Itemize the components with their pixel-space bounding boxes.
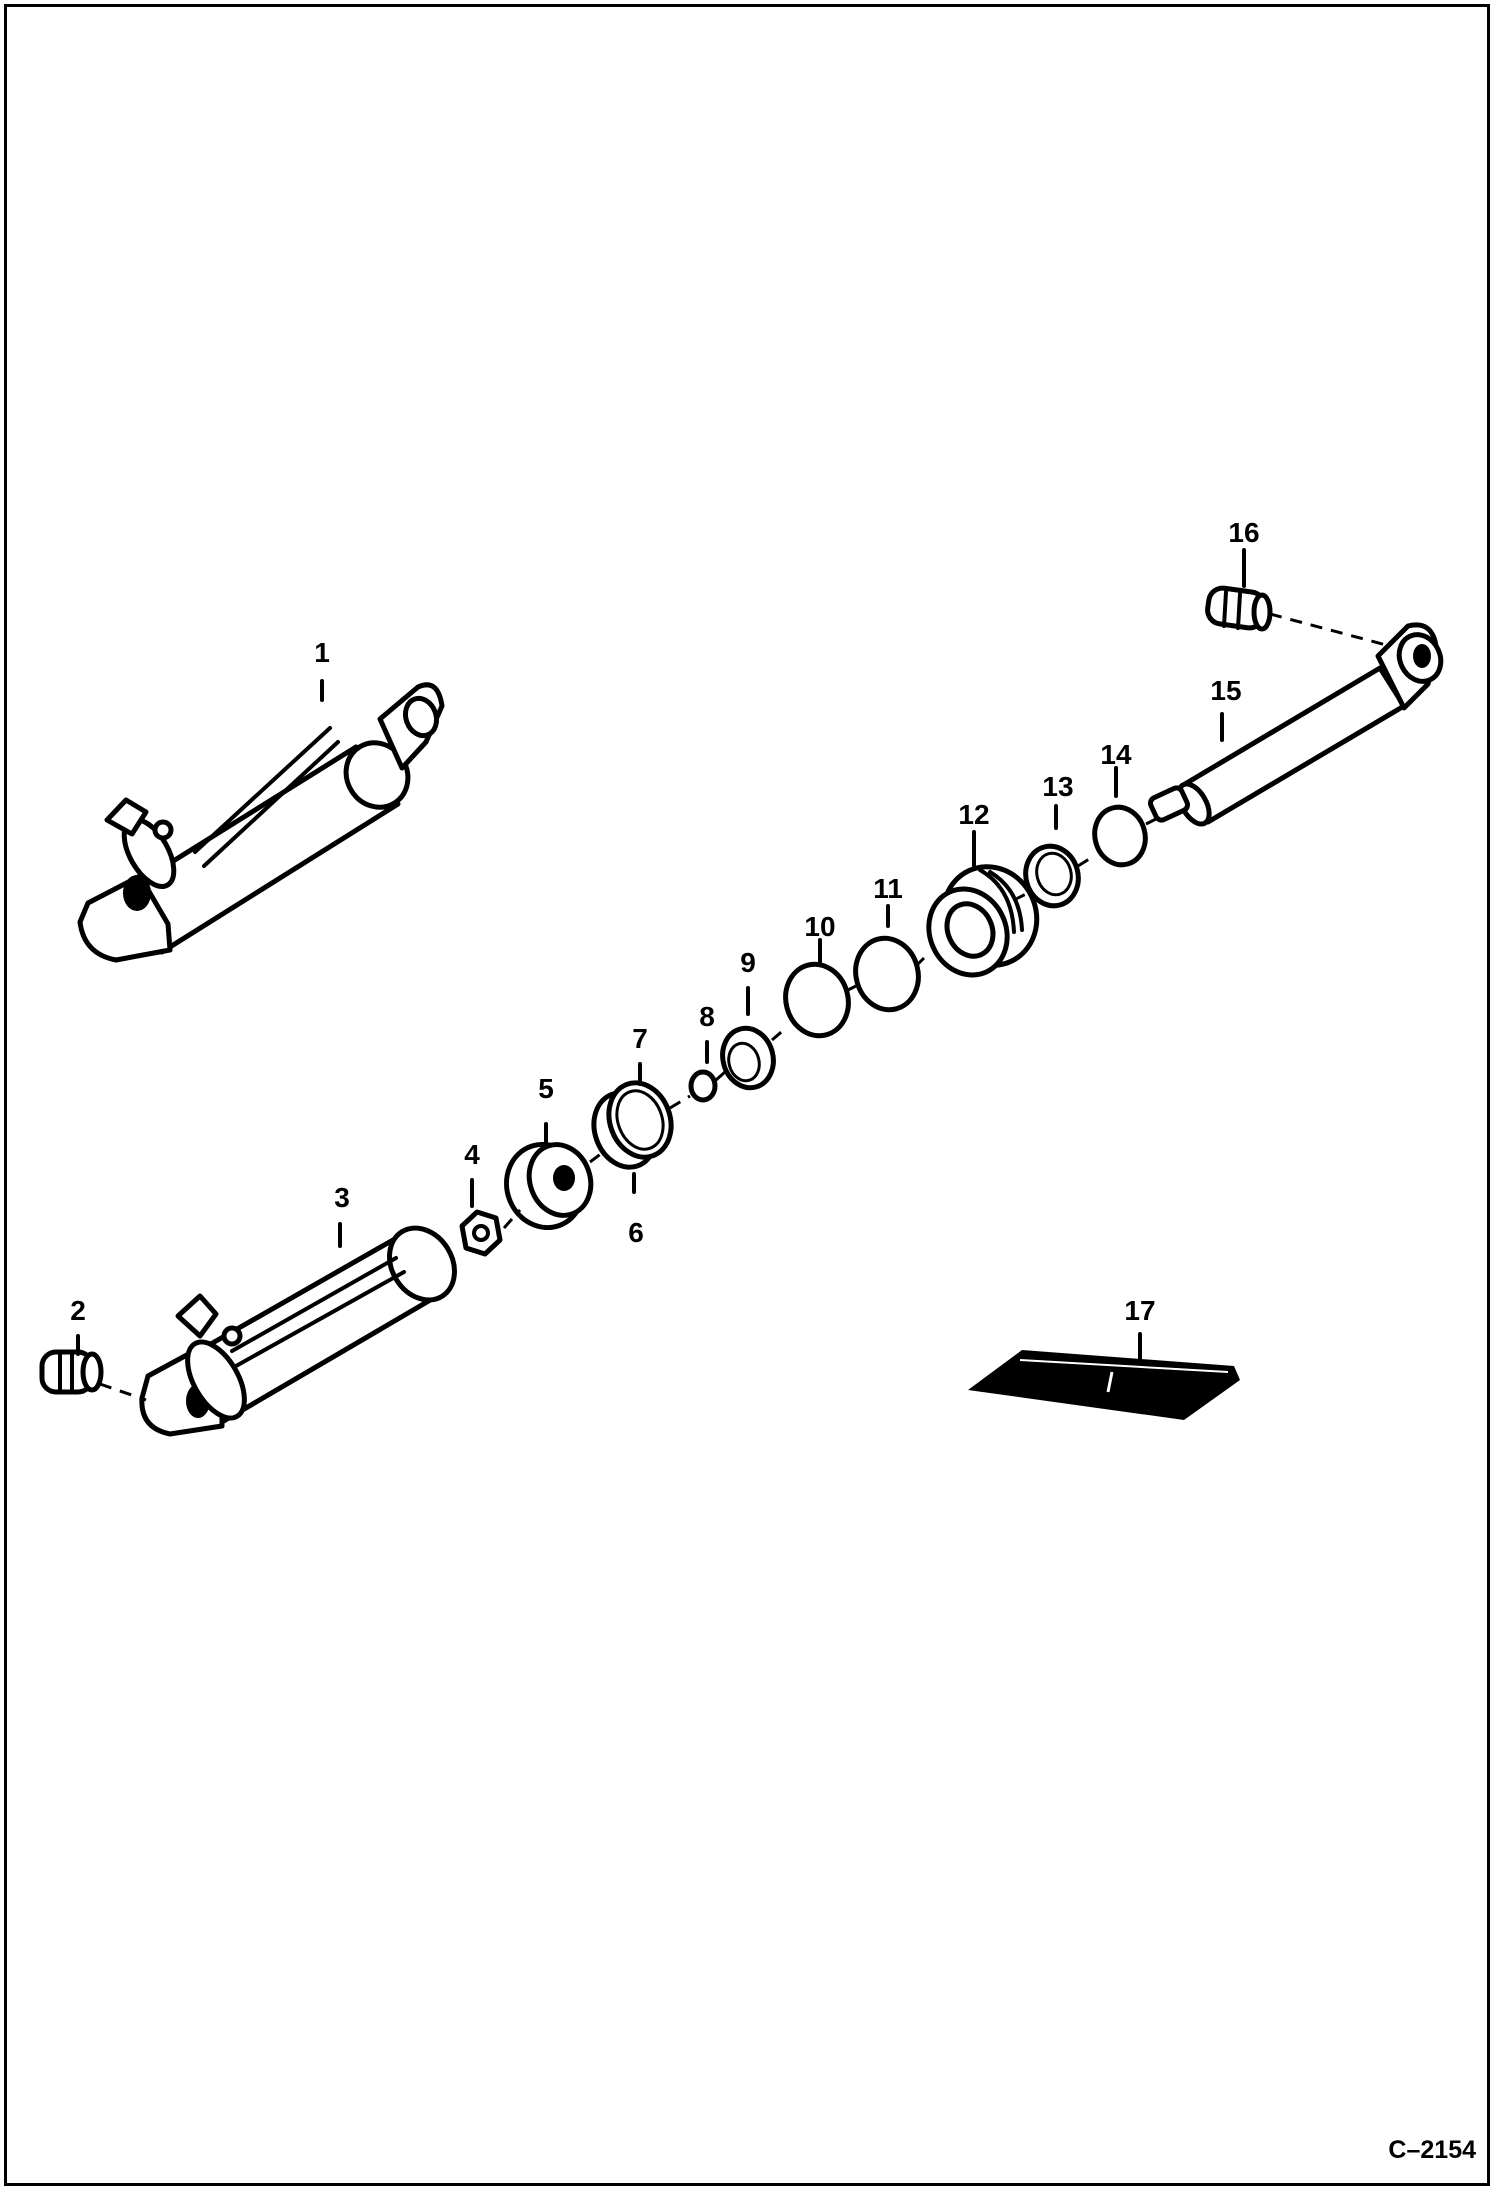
leader-lines: [76, 548, 1246, 1364]
callout-15: 15: [1210, 675, 1241, 706]
gland-head-part-12: [926, 864, 1040, 978]
callout-1: 1: [314, 637, 330, 668]
page-border: [4, 4, 1490, 2186]
nut-part-4: [459, 1209, 503, 1257]
callout-3: 3: [334, 1182, 350, 1213]
assembly-line-pin-16: [1269, 612, 1391, 648]
callout-6: 6: [628, 1217, 644, 1248]
piston-part-5: [504, 1141, 594, 1231]
backup-ring-part-9: [720, 1025, 776, 1091]
callout-9: 9: [740, 947, 756, 978]
callout-13: 13: [1042, 771, 1073, 802]
seal-kit-part-17: [968, 1350, 1240, 1420]
nut-hole: [472, 1224, 490, 1242]
cylinder-assembly-part-1: [77, 682, 445, 963]
assembly-centerline: [502, 816, 1159, 1229]
callout-7: 7: [632, 1023, 648, 1054]
wiper-part-13: [1023, 843, 1081, 909]
figure-reference: C–2154: [1388, 2136, 1476, 2164]
seal-part-11: [853, 935, 921, 1013]
pin-part-2: [39, 1349, 104, 1395]
callout-8: 8: [699, 1001, 715, 1032]
callout-11: 11: [873, 873, 903, 904]
callout-14: 14: [1100, 739, 1132, 770]
callout-10: 10: [804, 911, 835, 942]
callout-5: 5: [538, 1073, 554, 1104]
callout-17: 17: [1124, 1295, 1155, 1326]
rod-part-15: [1147, 622, 1444, 827]
o-ring-part-8: [688, 1069, 718, 1103]
assembly-line-pin-2: [99, 1382, 147, 1402]
cylinder-barrel-part-3: [139, 1225, 457, 1437]
ring-part-14: [1092, 804, 1148, 868]
seal-part-10: [783, 961, 851, 1039]
callout-12: 12: [958, 799, 989, 830]
callout-4: 4: [464, 1139, 480, 1170]
wear-ring-part-6-7: [591, 1080, 674, 1170]
callout-16: 16: [1228, 517, 1259, 548]
callout-2: 2: [70, 1295, 86, 1326]
pin-part-16: [1205, 585, 1273, 632]
